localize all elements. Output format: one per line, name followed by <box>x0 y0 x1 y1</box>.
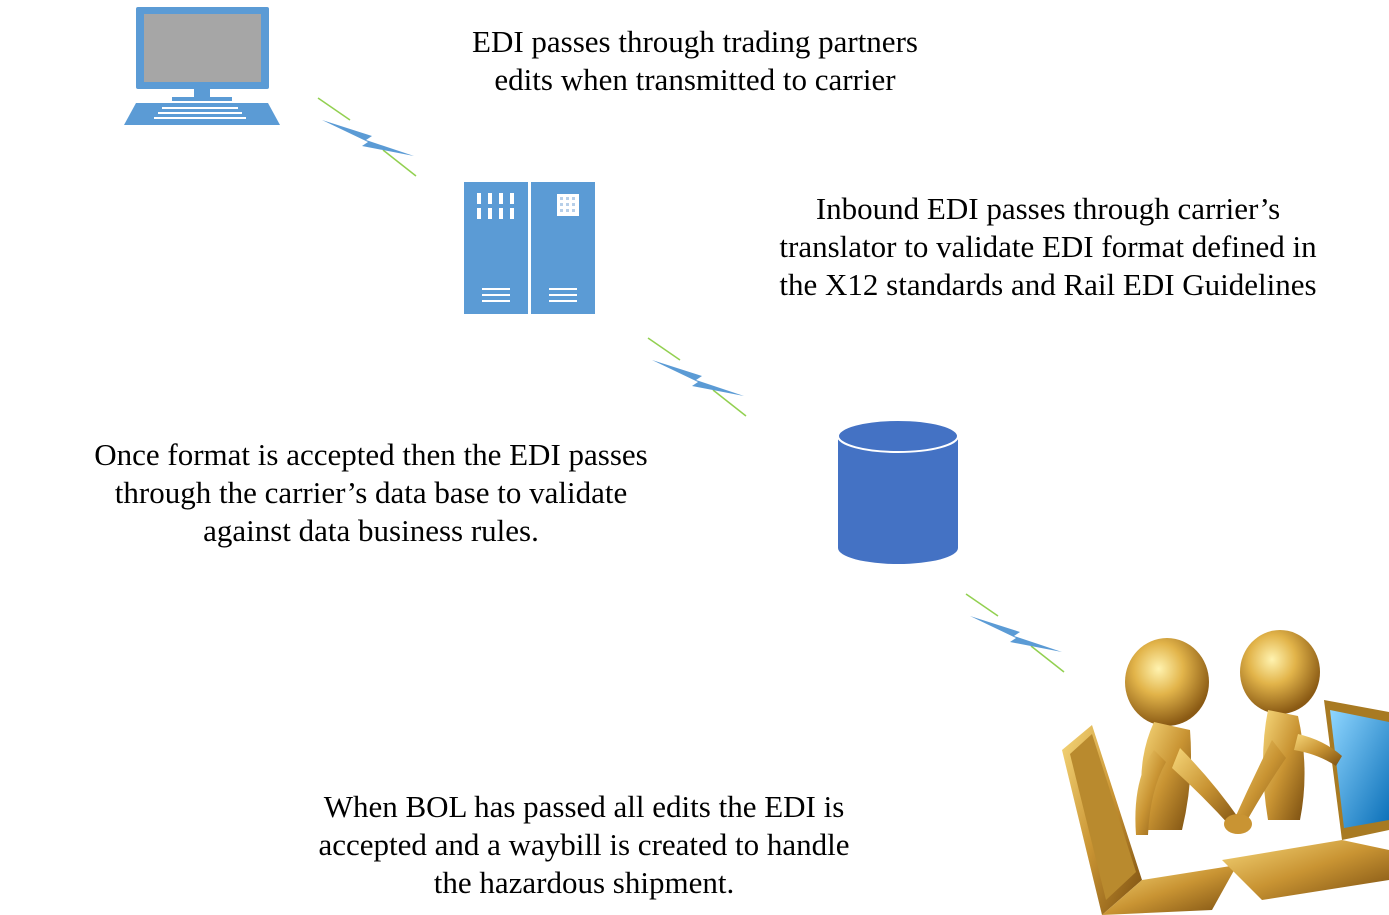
note-line: the X12 standards and Rail EDI Guideline… <box>779 267 1317 302</box>
note-trading-partner-edits: EDI passes through trading partners edit… <box>395 23 995 99</box>
note-translator-validation: Inbound EDI passes through carrier’s tra… <box>688 190 1389 304</box>
note-line: through the carrier’s data base to valid… <box>114 475 628 510</box>
note-database-validation: Once format is accepted then the EDI pas… <box>6 436 736 550</box>
gold-figures-laptops-icon <box>1062 630 1389 915</box>
server-rack-icon <box>464 182 595 314</box>
note-line: EDI passes through trading partners <box>472 24 918 59</box>
lightning-bolt-icon <box>965 593 1065 673</box>
note-line: translator to validate EDI format define… <box>779 229 1317 264</box>
desktop-computer-icon <box>124 7 280 125</box>
database-cylinder-icon <box>837 419 959 564</box>
note-line: edits when transmitted to carrier <box>494 62 896 97</box>
lightning-bolt-icon <box>647 337 747 417</box>
note-line: Inbound EDI passes through carrier’s <box>815 191 1281 226</box>
lightning-bolt-icon <box>317 97 417 177</box>
note-line: When BOL has passed all edits the EDI is <box>323 789 845 824</box>
note-waybill-created: When BOL has passed all edits the EDI is… <box>232 788 936 902</box>
note-line: the hazardous shipment. <box>433 865 735 900</box>
note-line: accepted and a waybill is created to han… <box>318 827 850 862</box>
note-line: against data business rules. <box>203 513 539 548</box>
note-line: Once format is accepted then the EDI pas… <box>94 437 648 472</box>
